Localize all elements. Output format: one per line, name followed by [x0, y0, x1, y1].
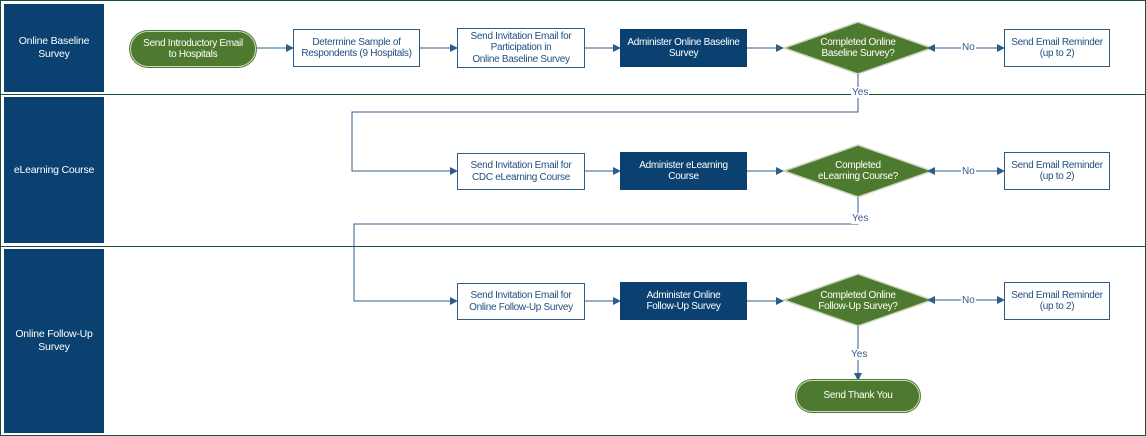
step-invite-elearning[interactable]: Send Invitation Email for CDC eLearning … — [457, 153, 585, 190]
step-determine-sample[interactable]: Determine Sample of Respondents (9 Hospi… — [293, 29, 420, 67]
step-administer-baseline[interactable]: Administer Online Baseline Survey — [620, 29, 747, 67]
step-invite-followup[interactable]: Send Invitation Email for Online Follow-… — [457, 283, 585, 320]
step-administer-elearning[interactable]: Administer eLearning Course — [620, 152, 747, 190]
decision-baseline-label[interactable]: Completed Online Baseline Survey? — [820, 36, 896, 60]
step-reminder-followup[interactable]: Send Email Reminder (up to 2) — [1004, 282, 1110, 320]
step-reminder-elearning[interactable]: Send Email Reminder (up to 2) — [1004, 152, 1110, 190]
decision-elearning-label[interactable]: Completed eLearning Course? — [818, 159, 898, 183]
label-no-followup: No — [961, 295, 976, 306]
lane-label-elearning: eLearning Course — [4, 97, 104, 243]
label-no-baseline: No — [961, 42, 976, 53]
step-invite-baseline[interactable]: Send Invitation Email for Participation … — [457, 28, 585, 68]
start-send-introductory-email[interactable]: Send Introductory Email to Hospitals — [130, 31, 256, 67]
lane-label-followup: Online Follow-Up Survey — [4, 249, 104, 433]
label-yes-followup: Yes — [850, 349, 869, 360]
label-no-elearning: No — [961, 166, 976, 177]
lane-label-baseline: Online Baseline Survey — [4, 4, 104, 92]
end-send-thank-you[interactable]: Send Thank You — [796, 380, 920, 412]
step-administer-followup[interactable]: Administer Online Follow-Up Survey — [620, 282, 747, 320]
decision-followup-label[interactable]: Completed Online Follow-Up Survey? — [818, 289, 898, 313]
label-yes-baseline: Yes — [851, 87, 870, 98]
label-yes-elearning: Yes — [851, 213, 870, 224]
step-reminder-baseline[interactable]: Send Email Reminder (up to 2) — [1004, 29, 1110, 67]
